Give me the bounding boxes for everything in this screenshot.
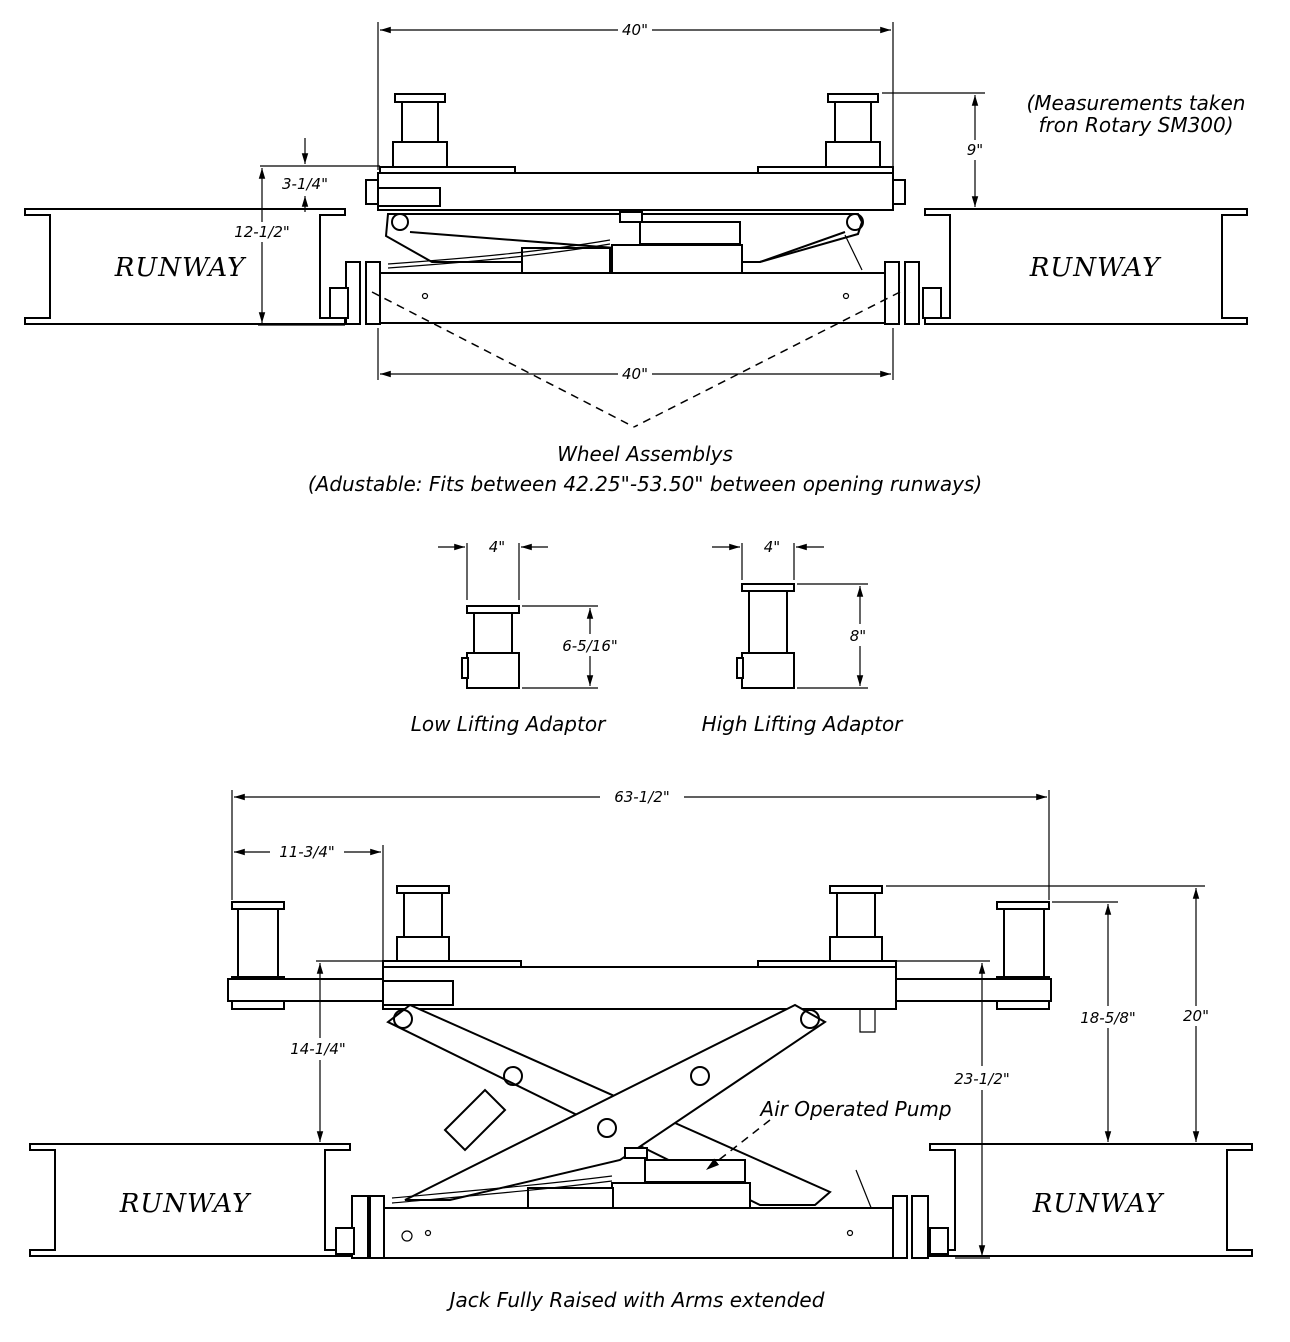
dim-right-inner-height xyxy=(1052,901,1118,1142)
dim-left-height-label: 14-1/4" xyxy=(290,1040,346,1058)
wheel-caption-line-2: (Adustable: Fits between 42.25"-53.50" b… xyxy=(308,472,982,496)
dim-height-side-label: 12-1/2" xyxy=(234,223,290,241)
high-adaptor-height-label: 8" xyxy=(850,627,866,645)
dim-arm-extension xyxy=(234,845,384,966)
dim-height-9-label: 9" xyxy=(967,141,983,159)
dim-overall-width-label: 63-1/2" xyxy=(614,788,670,806)
dim-bottom-width xyxy=(377,328,894,380)
dim-left-height xyxy=(316,960,383,1142)
dim-top-width xyxy=(377,22,894,170)
raised-right-runway-beam xyxy=(929,1143,1253,1257)
low-adaptor-height-label: 6-5/16" xyxy=(562,637,618,655)
raised-caption: Jack Fully Raised with Arms extended xyxy=(446,1288,825,1312)
raised-runway-label-left: RUNWAY xyxy=(119,1189,252,1219)
low-adaptor-caption: Low Lifting Adaptor xyxy=(411,712,607,736)
raised-left-runway-beam xyxy=(29,1143,351,1257)
right-runway-beam xyxy=(924,208,1248,325)
jack-body-raised xyxy=(227,885,1052,1259)
low-adaptor-width-label: 4" xyxy=(489,538,505,556)
dim-right-outer-height xyxy=(886,885,1205,1142)
raised-view: RUNWAY RUNWAY xyxy=(29,788,1253,1312)
jack-body-top xyxy=(329,93,942,325)
dim-right-outer-height-label: 20" xyxy=(1183,1007,1209,1025)
dim-small-top xyxy=(260,138,380,212)
pump-label: Air Operated Pump xyxy=(758,1097,951,1121)
wheel-assembly-leaders xyxy=(371,291,901,428)
raised-runway-label-right: RUNWAY xyxy=(1032,1189,1165,1219)
high-lifting-adaptor xyxy=(712,543,868,689)
dim-overall-width xyxy=(231,790,1050,900)
high-adaptor-width-label: 4" xyxy=(764,538,780,556)
note-line-1: (Measurements taken xyxy=(1027,91,1246,115)
dim-center-height-label: 23-1/2" xyxy=(954,1070,1010,1088)
dim-small-top-label: 3-1/4" xyxy=(282,175,328,193)
top-view: RUNWAY RUNWAY xyxy=(24,21,1248,496)
low-lifting-adaptor xyxy=(438,543,598,689)
dim-arm-extension-label: 11-3/4" xyxy=(279,843,335,861)
dim-top-width-label: 40" xyxy=(622,21,648,39)
dim-center-height xyxy=(896,960,990,1259)
note-line-2: fron Rotary SM300) xyxy=(1038,113,1233,137)
dim-right-inner-height-label: 18-5/8" xyxy=(1080,1009,1136,1027)
dim-bottom-width-label: 40" xyxy=(622,365,648,383)
runway-label-right: RUNWAY xyxy=(1029,253,1162,283)
runway-label-left: RUNWAY xyxy=(114,253,247,283)
high-adaptor-caption: High Lifting Adaptor xyxy=(702,712,905,736)
dim-height-side xyxy=(258,168,345,326)
dim-height-9 xyxy=(882,92,985,207)
wheel-caption-line-1: Wheel Assemblys xyxy=(557,442,733,466)
